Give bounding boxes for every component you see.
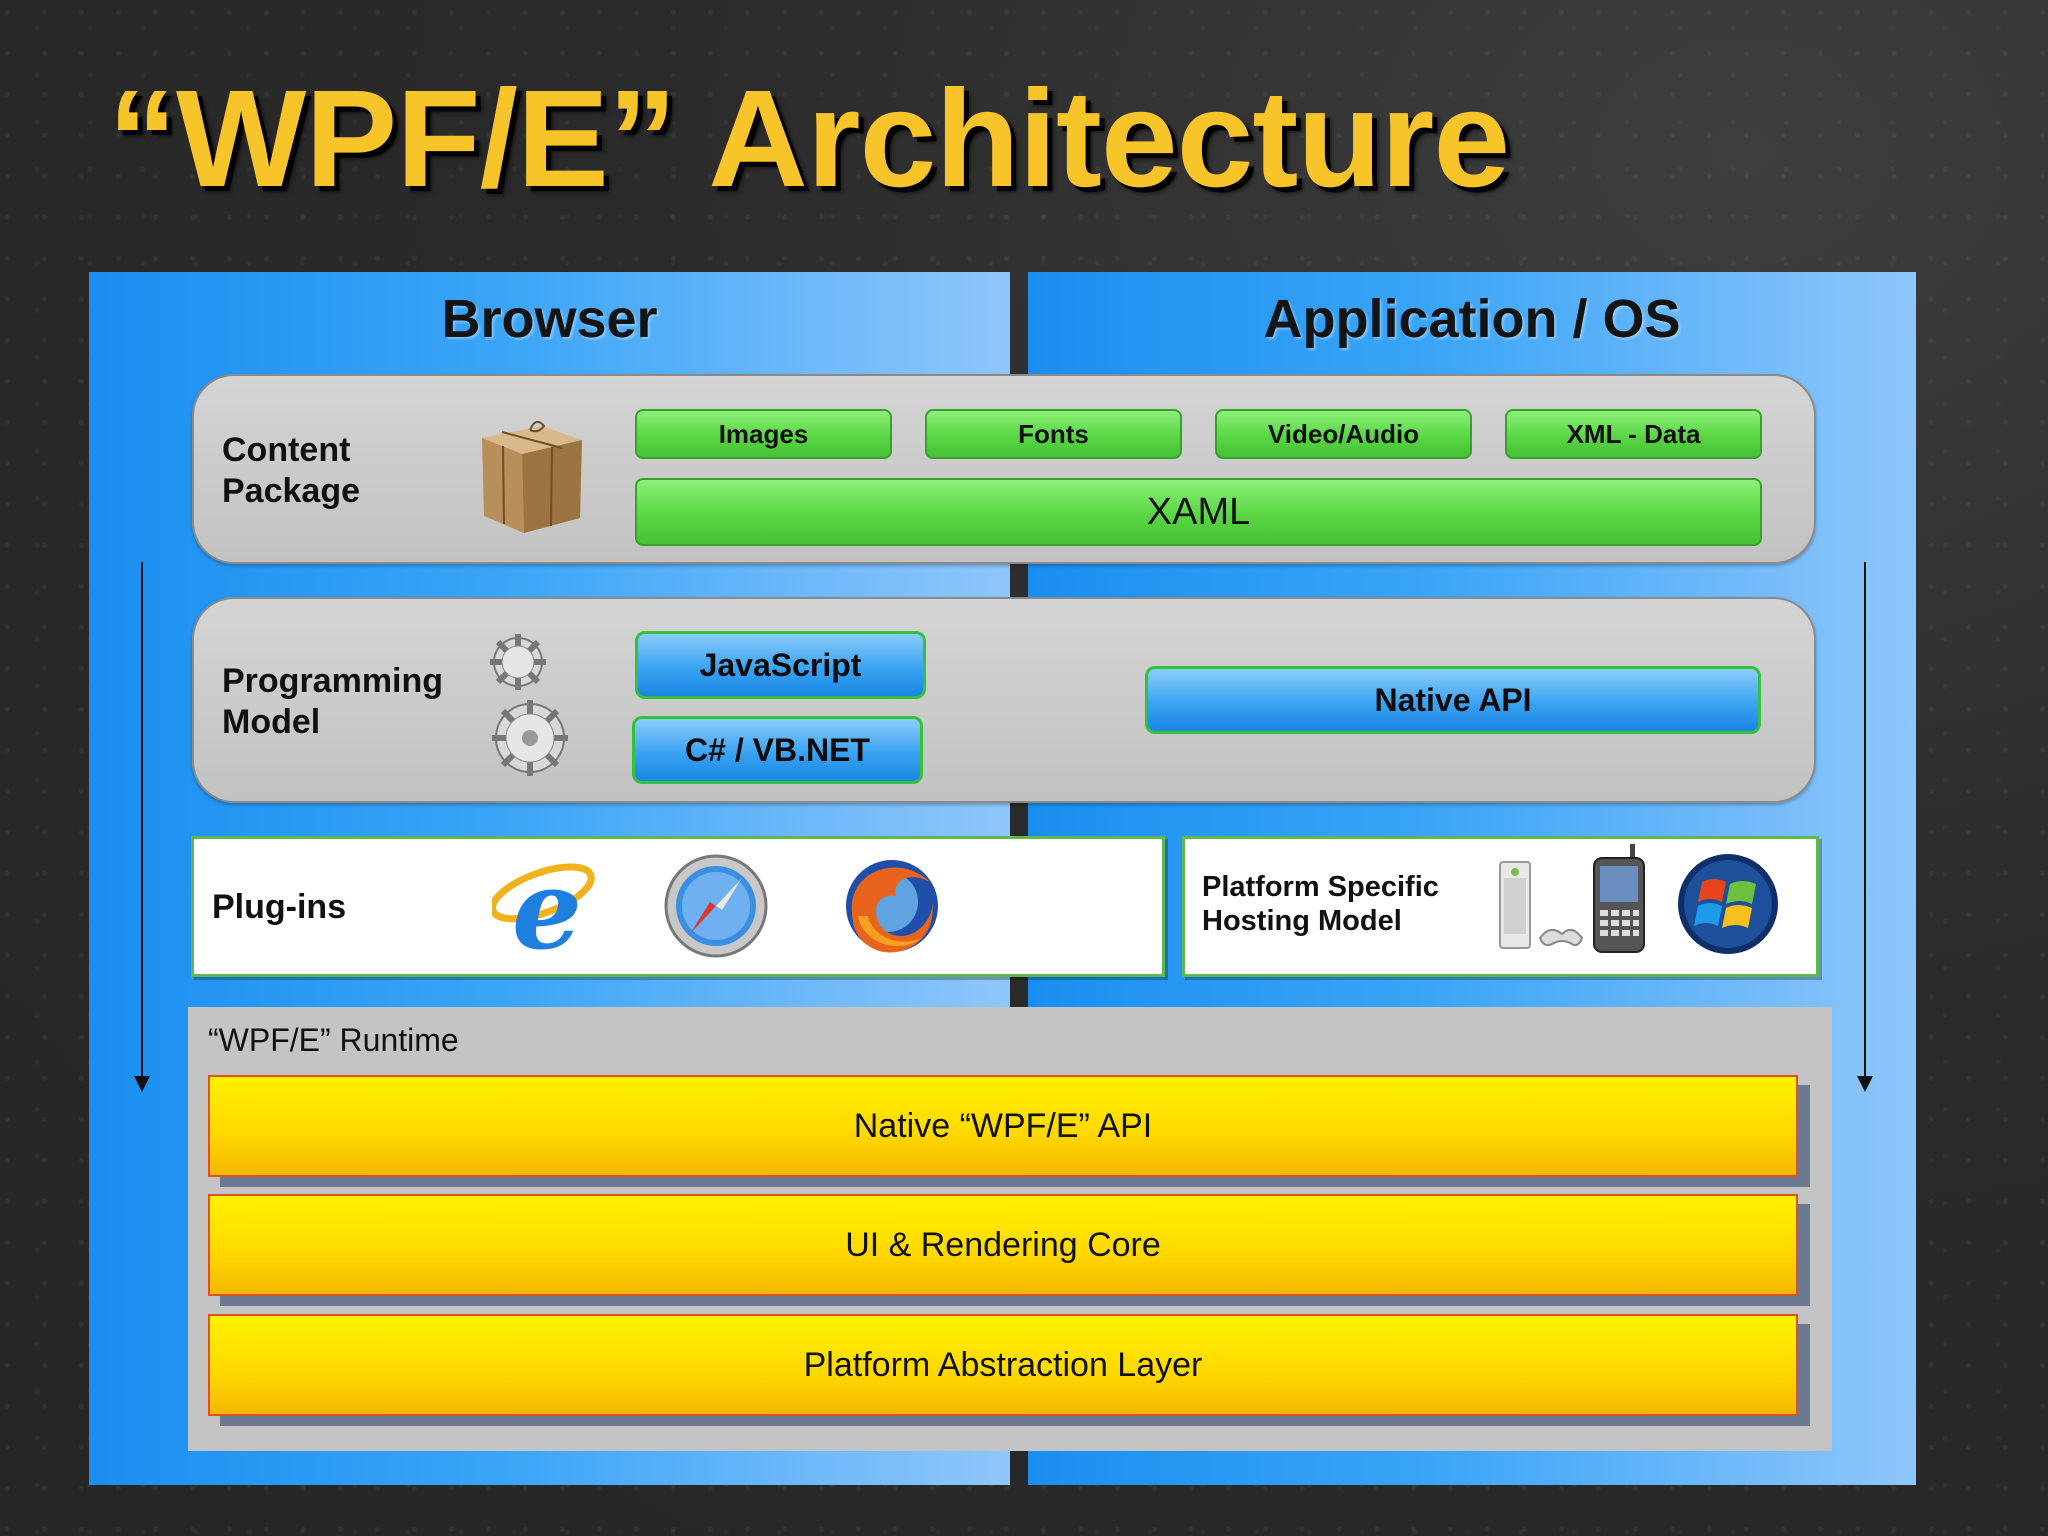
plugins-label: Plug-ins [212,888,347,926]
programming-model-label: Programming Model [222,662,444,741]
fonts-pill: Fonts [925,409,1182,459]
svg-text:e: e [512,852,582,962]
platform-abstraction-layer: Platform Abstraction Layer [208,1314,1798,1416]
xbox-console-icon [1499,861,1584,949]
application-column-header: Application / OS [1263,289,1681,349]
runtime-label: “WPF/E” Runtime [208,1022,459,1058]
native-wpfe-api-layer: Native “WPF/E” API [208,1075,1798,1177]
gears-icon [490,634,568,776]
native-api-pill: Native API [1145,666,1761,734]
xaml-bar: XAML [635,478,1762,546]
package-box-icon [482,420,582,533]
right-down-arrow [1857,562,1873,1092]
csharp-vbnet-pill: C# / VB.NET [632,716,923,784]
content-package-label: Content Package [222,431,360,510]
windows-logo-icon [1678,854,1778,954]
firefox-icon [846,860,938,953]
slide-title: “WPF/E” Architecture [108,62,1510,216]
safari-icon [664,854,768,958]
ui-rendering-core-layer: UI & Rendering Core [208,1194,1798,1296]
internet-explorer-icon: e [492,852,595,962]
pda-phone-icon [1593,844,1645,953]
video-audio-pill: Video/Audio [1215,409,1472,459]
javascript-pill: JavaScript [635,631,926,699]
left-down-arrow [134,562,150,1092]
xml-data-pill: XML - Data [1505,409,1762,459]
browser-column-header: Browser [441,289,658,349]
images-pill: Images [635,409,892,459]
platform-hosting-label: Platform Specific Hosting Model [1202,871,1439,937]
